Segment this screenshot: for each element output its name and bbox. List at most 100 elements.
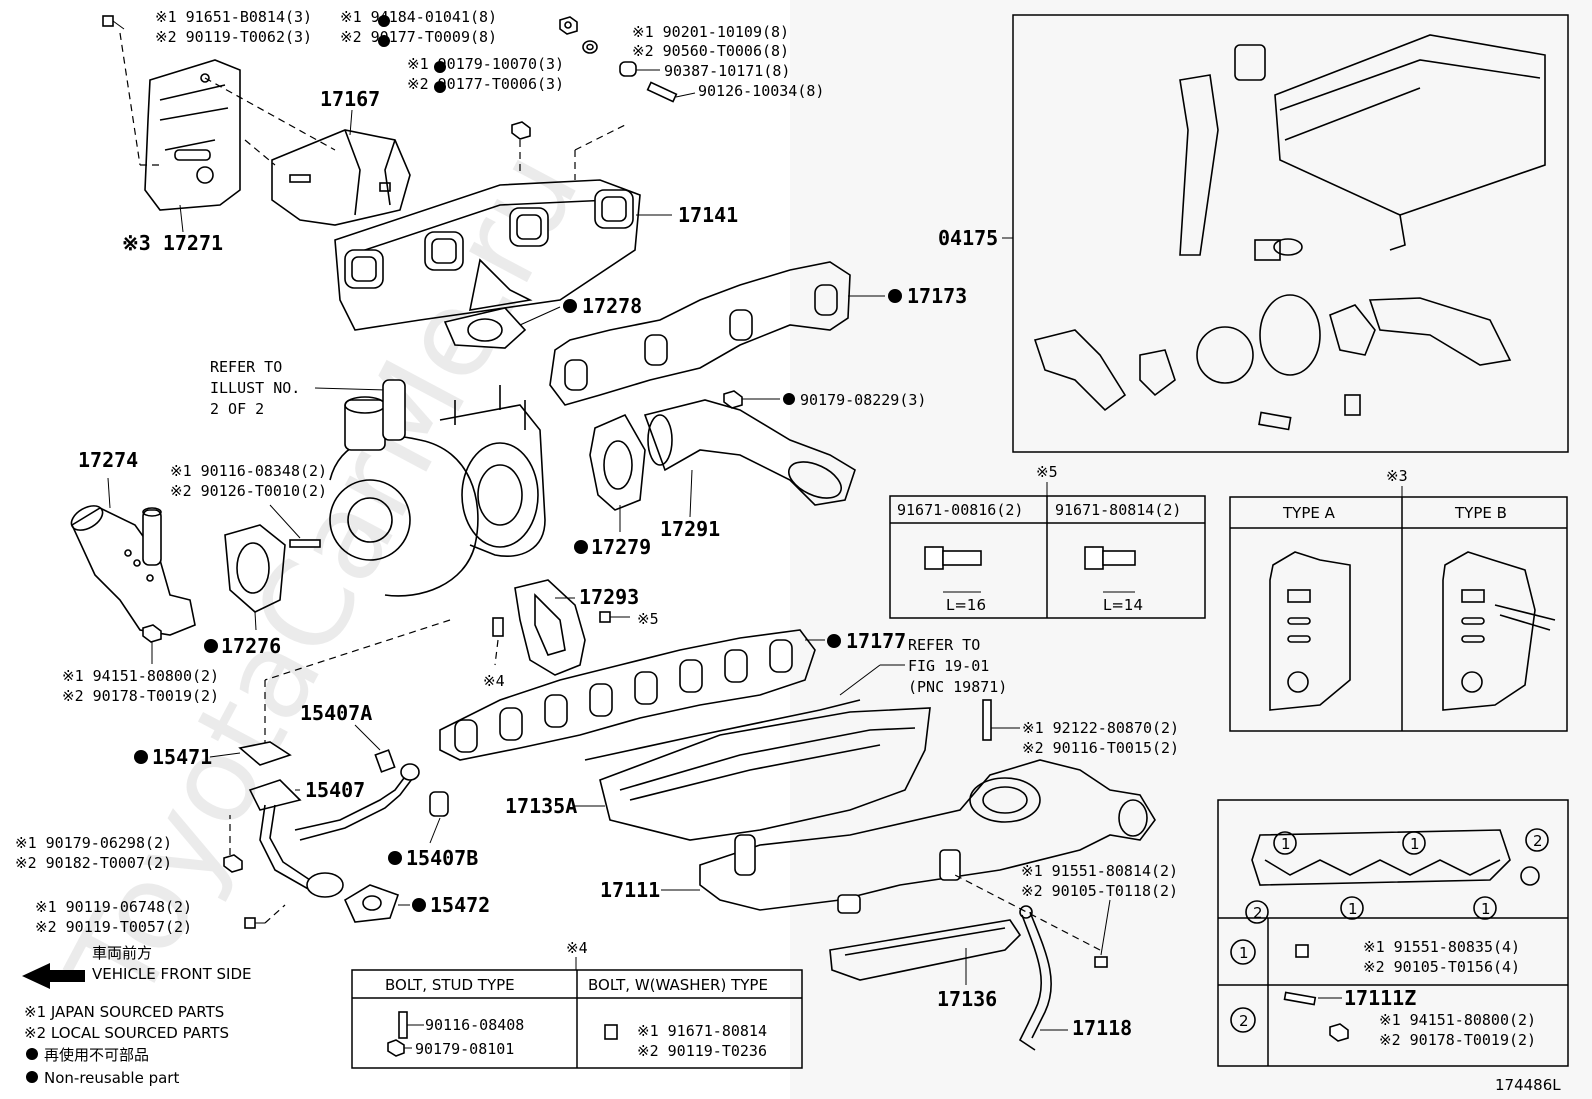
legend-front-en: VEHICLE FRONT SIDE <box>92 965 252 983</box>
egr-pipe-15407[interactable] <box>248 763 420 898</box>
manifold-gasket-17173[interactable] <box>549 261 851 406</box>
intake-gasket-17177[interactable] <box>439 629 816 761</box>
table-x5: ※5 91671-00816(2) 91671-80814(2) L=16 L=… <box>889 463 1206 619</box>
gasket-15471[interactable] <box>238 741 292 766</box>
washer-icon <box>582 40 598 54</box>
table-x4-col2: BOLT, W(WASHER) TYPE <box>588 976 768 994</box>
leader <box>107 477 111 509</box>
row-2-part-a: ※1 94151-80800(2) <box>1379 1011 1536 1029</box>
bolt-icon <box>599 611 630 623</box>
nonreuse-dot <box>888 289 902 303</box>
gasket-17279[interactable] <box>589 413 646 511</box>
leader <box>209 752 241 758</box>
bolt-icon <box>924 546 944 570</box>
exhaust-manifold-17141[interactable] <box>334 179 641 331</box>
partnum-i2: ※2 90178-T0019(2) <box>62 687 219 705</box>
pipe-17118[interactable] <box>1018 905 1052 1051</box>
label-17136: 17136 <box>937 987 997 1011</box>
guide-line <box>494 639 499 666</box>
table-x5-len2: L=14 <box>1103 596 1143 614</box>
partnum-m1: ※1 91551-80814(2) <box>1021 862 1178 880</box>
intercooler[interactable] <box>1274 34 1546 251</box>
bolt-icon <box>1295 944 1309 958</box>
table-x3-col1: TYPE A <box>1282 504 1336 522</box>
turbocharger[interactable] <box>329 379 546 597</box>
ref-fig-line3: (PNC 19871) <box>908 678 1007 696</box>
label-17177: 17177 <box>846 629 906 653</box>
table-bolt-positions: 1 1 2 2 1 1 1 ※1 91551-80835(4) ※2 90105… <box>1217 799 1569 1067</box>
legend-note1: ※1 JAPAN SOURCED PARTS <box>24 1003 224 1021</box>
nut-icon <box>387 1039 405 1057</box>
row-1-part-a: ※1 91551-80835(4) <box>1363 938 1520 956</box>
ref-x5: ※5 <box>637 610 659 628</box>
gasket-15472[interactable] <box>343 884 400 923</box>
ref-illust-line1: REFER TO <box>210 358 282 376</box>
label-17111: 17111 <box>600 878 660 902</box>
label-15407A: 15407A <box>300 701 372 725</box>
nonreuse-dot <box>26 1071 38 1083</box>
stud-icon <box>1283 991 1317 1006</box>
ref-x4: ※4 <box>483 672 505 690</box>
bolt-icon <box>604 1024 618 1040</box>
nonreuse-dot <box>783 393 795 405</box>
callout-1 <box>1402 831 1426 855</box>
insulator-17136[interactable] <box>829 919 1022 981</box>
bracket-17293[interactable] <box>514 579 586 676</box>
callout-2 <box>1245 900 1269 924</box>
label-04175: 04175 <box>938 226 998 250</box>
plug-15407B[interactable] <box>429 791 449 817</box>
sensor-15407A[interactable] <box>374 749 396 773</box>
leader <box>354 724 381 751</box>
label-17271: ※3 17271 <box>122 231 223 255</box>
air-hose-17274[interactable] <box>67 501 196 636</box>
partnum-a2: ※2 90119-T0062(3) <box>155 28 312 46</box>
table-x3: ※3 TYPE A TYPE B <box>1229 467 1568 732</box>
exhaust-pipe-17291[interactable] <box>643 399 856 506</box>
intake-pipe-17111[interactable] <box>699 759 1156 914</box>
stud-icon <box>492 617 504 637</box>
legend-nonreuse-en: Non-reusable part <box>44 1069 179 1087</box>
partnum-j1: ※1 92122-80870(2) <box>1022 719 1179 737</box>
nut-icon <box>142 624 162 643</box>
leader <box>254 611 257 631</box>
guide-line <box>574 124 626 151</box>
leader <box>1100 899 1111 956</box>
label-17276: 17276 <box>221 634 281 658</box>
label-17279: 17279 <box>591 535 651 559</box>
turbo-kit[interactable] <box>1033 238 1512 431</box>
nut-icon <box>723 390 743 409</box>
table-x4-stud2: 90179-08101 <box>415 1040 514 1058</box>
partnum-d1: ※1 90179-10070(3) <box>407 55 564 73</box>
nut-icon <box>1329 1023 1349 1042</box>
stud-icon <box>646 81 678 103</box>
sleeve-icon <box>619 61 637 77</box>
manifold-heat-insulator-17167[interactable] <box>271 129 411 226</box>
table-x3-mark: ※3 <box>1386 467 1408 485</box>
partnum-d2: ※2 90177-T0006(3) <box>407 75 564 93</box>
leader <box>314 387 386 391</box>
intake-hose[interactable] <box>1179 44 1266 256</box>
bolt-icon <box>1094 956 1108 968</box>
table-x5-col2: 91671-80814(2) <box>1055 501 1181 519</box>
ref-illust-line3: 2 OF 2 <box>210 400 264 418</box>
row-2-number-text: 2 <box>1239 1012 1249 1030</box>
partnum-i1: ※1 94151-80800(2) <box>62 667 219 685</box>
callout-1 <box>1273 831 1297 855</box>
kit-04175-box <box>1012 14 1569 453</box>
gasket-17276[interactable] <box>224 524 286 613</box>
label-17173: 17173 <box>907 284 967 308</box>
heat-insulator-17271[interactable] <box>144 59 241 211</box>
legend-front-jp: 車両前方 <box>92 944 152 962</box>
intake-manifold-17135A[interactable] <box>584 699 931 841</box>
legend-nonreuse-jp: 再使用不可部品 <box>44 1046 149 1064</box>
partnum-b1: ※1 94184-01041(8) <box>340 8 497 26</box>
leader <box>429 817 441 844</box>
table-x4: ※4 BOLT, STUD TYPE BOLT, W(WASHER) TYPE … <box>351 939 803 1069</box>
leader <box>349 109 353 136</box>
gasket-17278[interactable] <box>443 307 527 349</box>
partnum-k1: ※1 90179-06298(2) <box>15 834 172 852</box>
front-arrow-icon <box>22 963 85 989</box>
partnum-h2: ※2 90126-T0010(2) <box>170 482 327 500</box>
nonreuse-dot <box>434 81 446 93</box>
